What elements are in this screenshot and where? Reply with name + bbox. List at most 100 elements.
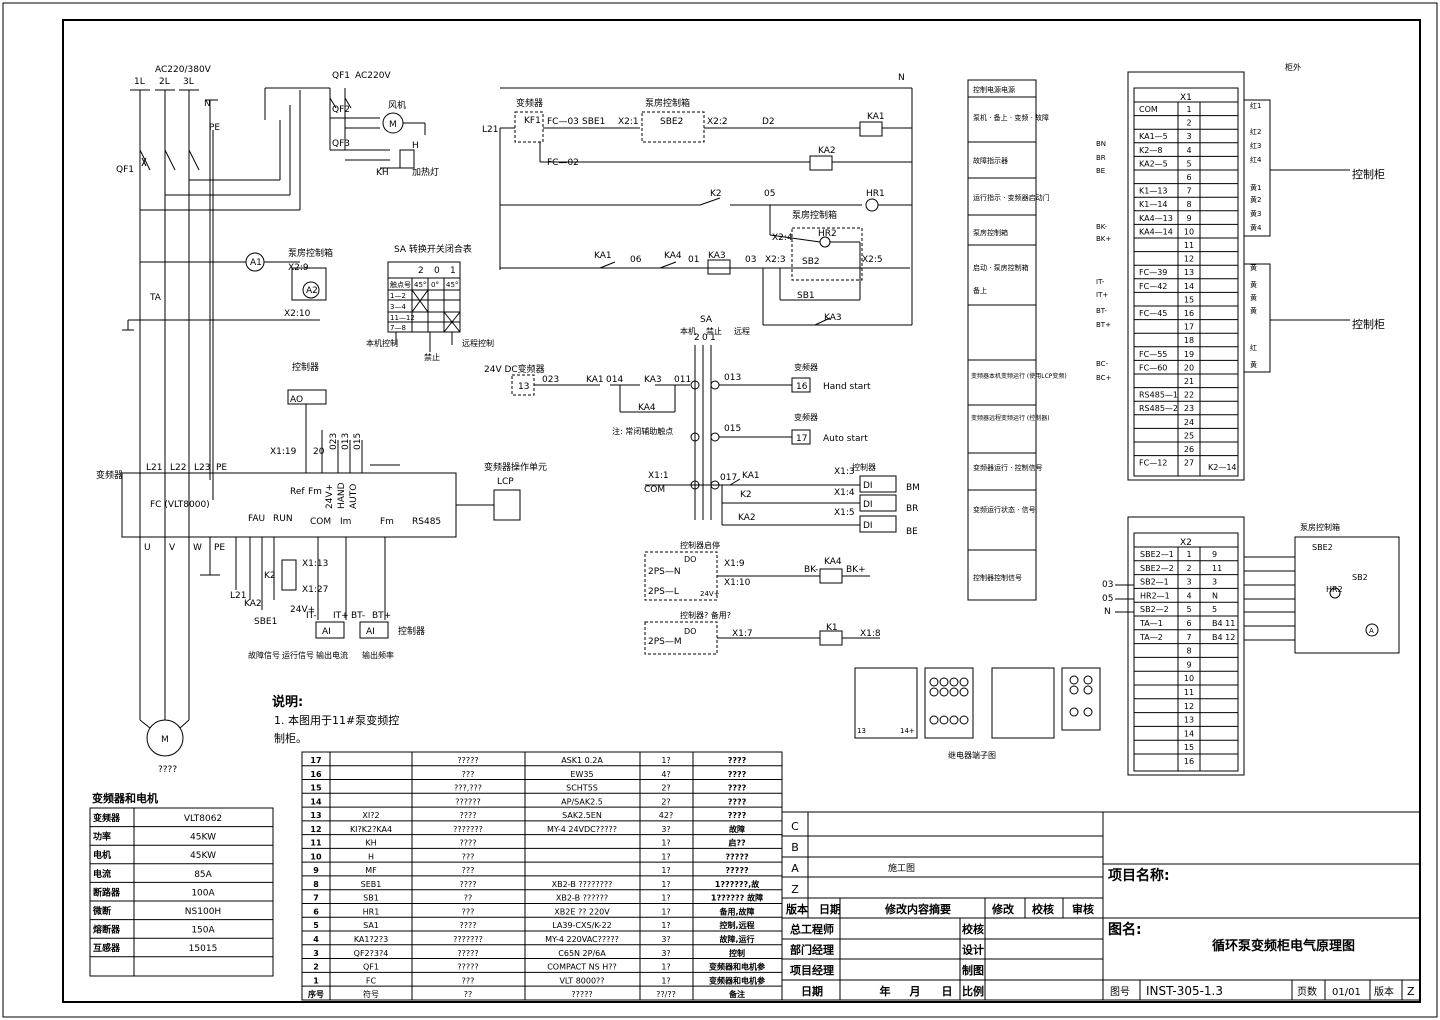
fc-run: RUN — [273, 514, 293, 524]
label-aux-qf3: QF3 — [332, 139, 350, 149]
sa-l1: 本机控制 — [366, 338, 398, 348]
bom-cell: 9 — [313, 866, 319, 875]
x2-wire: SB2—1 — [1140, 578, 1169, 587]
sa-circ-bm: BM — [906, 483, 920, 493]
cb-k1: K1 — [826, 623, 838, 633]
sa-row-4: 7—8 — [390, 324, 406, 332]
sa-deg-1: 0° — [431, 281, 439, 289]
label-ka1-coil: KA1 — [867, 112, 885, 122]
tb-rev-letter: A — [791, 862, 799, 875]
fc-l23: L23 — [194, 463, 210, 473]
label-01: 01 — [688, 255, 699, 265]
x1-terminal: 25 — [1184, 431, 1194, 440]
bom-cell: 1? — [661, 880, 670, 889]
x1-left-signal: BK- — [1096, 223, 1108, 231]
sa-circ-ka4: KA4 — [638, 403, 656, 413]
bom-cell: 1? — [661, 852, 670, 861]
fc-20: 20 — [313, 447, 325, 457]
bom-cell: MF — [365, 866, 377, 875]
x2-hr2: HR2 — [1326, 585, 1343, 594]
bom-cell: XB2-B ???????? — [552, 880, 613, 889]
sa-circ-di3: DI — [863, 521, 873, 531]
bom-cell: 3? — [661, 825, 670, 834]
x2-dest: 9 — [1212, 550, 1217, 559]
motor-m: M — [161, 735, 169, 745]
x2-terminal: 1 — [1186, 550, 1191, 559]
label-ka1b: KA1 — [594, 251, 612, 261]
bom-cell: 备用,故障 — [718, 906, 754, 916]
label-ta: TA — [149, 293, 162, 303]
bom-cell: ???? — [728, 784, 747, 793]
cb-ka4: KA4 — [824, 557, 842, 567]
label-x2-1: X2:1 — [618, 117, 639, 127]
label-x2-4: X2:4 — [772, 233, 793, 243]
spec-val: 45KW — [190, 833, 216, 843]
x1-top: 柜外 — [1285, 62, 1301, 72]
x1-color: 黄 — [1250, 293, 1257, 302]
bom-cell: 10 — [310, 852, 322, 861]
bom-cell: 42? — [659, 811, 673, 820]
desc-3: 运行指示 · 变频器启动门 — [973, 193, 1050, 202]
x1-terminal: 14 — [1184, 282, 1194, 291]
x1-terminal: 16 — [1184, 309, 1194, 318]
x1-cab2: 控制柜 — [1352, 317, 1385, 331]
fcb-run: 运行信号 — [282, 650, 314, 660]
x1-color: 红4 — [1250, 155, 1262, 164]
sa-table-title: SA 转换开关闭合表 — [394, 243, 472, 255]
bom-cell: ?? — [464, 894, 473, 903]
fc-ref: Ref — [290, 487, 305, 497]
bom-cell: KH — [365, 839, 376, 848]
cb-24v: 24V+ — [700, 590, 720, 598]
desc-8: 变频器远程变频运行 (控制器) — [971, 414, 1050, 422]
x1-left-signal: BE — [1096, 167, 1105, 175]
x1-terminal-strip — [1127, 71, 1350, 481]
x2-dest: 11 — [1212, 564, 1222, 573]
fcb-cur: 输出电流 — [316, 650, 348, 660]
bom-cell: 控制,远程 — [719, 920, 754, 930]
label-03: 03 — [745, 255, 756, 265]
x1-terminal: 26 — [1184, 445, 1194, 454]
sa-circ-x1-3: X1:3 — [834, 467, 855, 477]
tb-date-cell: 日期 — [801, 984, 823, 998]
sa-circ-015: 015 — [724, 424, 741, 434]
x1-color: 黄 — [1250, 360, 1257, 369]
tb-dwgno-label: 图号 — [1110, 986, 1130, 998]
tb-role: 部门经理 — [790, 943, 834, 957]
bom-cell: 17 — [310, 756, 321, 765]
sa-hdr-2: 2 — [418, 266, 424, 276]
fc-im: Im — [340, 517, 351, 527]
tb-rev-header: 修改 — [991, 902, 1015, 916]
bom-cell: 12 — [310, 825, 321, 834]
sa-circ-x1-1: X1:1 — [648, 471, 669, 481]
desc-4: 泵房控制箱 — [973, 228, 1008, 237]
sa-hdr-0: 0 — [434, 266, 440, 276]
sa-circ-k2: K2 — [740, 490, 752, 500]
label-pe: PE — [209, 123, 220, 133]
label-ka4: KA4 — [664, 251, 682, 261]
fc-outputs — [139, 537, 389, 720]
label-meter-box: 泵房控制箱 — [288, 247, 333, 259]
desc-9: 变频器运行 · 控制信号 — [973, 463, 1043, 472]
x1-wire: RS485—2 — [1139, 404, 1178, 413]
spec-val: 150A — [191, 926, 215, 936]
bom-cell: 1? — [661, 756, 670, 765]
sa-circ-inv2: 变频器 — [794, 412, 818, 422]
sa-circ-sa: SA — [700, 315, 713, 325]
x2-sbe2: SBE2 — [1312, 543, 1333, 552]
sa-circ-di1: DI — [863, 481, 873, 491]
sa-circuit — [511, 345, 897, 533]
cb-x1-10: X1:10 — [724, 578, 751, 588]
bom-cell: 故障,运行 — [719, 934, 754, 944]
fc-ao: AO — [290, 395, 303, 405]
spec-key: 断路器 — [93, 886, 121, 898]
x2-dest: B4 12 — [1212, 633, 1235, 642]
tb-role2: 校核 — [962, 922, 984, 936]
label-ka3: KA3 — [708, 251, 726, 261]
sa-circ-be: BE — [906, 527, 918, 537]
desc-0: 控制电源电源 — [973, 85, 1015, 94]
x2-terminal: 5 — [1186, 605, 1191, 614]
x1-terminal: 27 — [1184, 459, 1194, 468]
bom-cell: 符号 — [363, 989, 379, 999]
x1-terminal: 17 — [1184, 323, 1194, 332]
tb-rev-letter: Z — [791, 883, 799, 896]
